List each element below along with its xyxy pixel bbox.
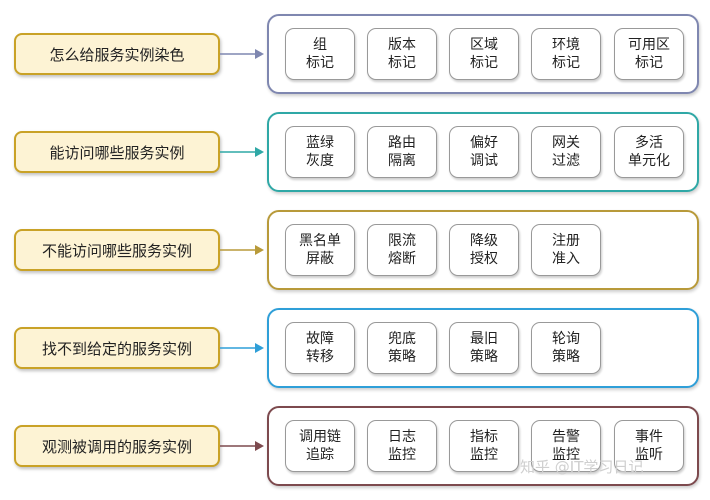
item-text: 轮询 — [552, 331, 580, 347]
item-text: 调试 — [470, 153, 498, 169]
item-text: 偏好 — [470, 135, 498, 151]
item-text: 授权 — [470, 251, 498, 267]
item-box: 多活单元化 — [614, 126, 684, 178]
item-text: 策略 — [470, 349, 498, 365]
item-box: 环境标记 — [531, 28, 601, 80]
item-text: 兜底 — [388, 331, 416, 347]
item-box: 降级授权 — [449, 224, 519, 276]
category-label-4: 观测被调用的服务实例 — [14, 425, 220, 467]
item-group-1: 蓝绿灰度路由隔离偏好调试网关过滤多活单元化 — [267, 112, 699, 192]
item-text: 标记 — [388, 55, 416, 71]
arrow-connector-1 — [220, 147, 264, 157]
item-text: 降级 — [470, 233, 498, 249]
item-box: 兜底策略 — [367, 322, 437, 374]
item-text: 策略 — [388, 349, 416, 365]
arrow-connector-4 — [220, 441, 264, 451]
item-box: 最旧策略 — [449, 322, 519, 374]
arrow-connector-3 — [220, 343, 264, 353]
item-text: 过滤 — [552, 153, 580, 169]
item-text: 灰度 — [306, 153, 334, 169]
item-text: 单元化 — [628, 153, 670, 169]
item-box: 故障转移 — [285, 322, 355, 374]
item-text: 事件 — [635, 429, 663, 445]
arrow-connector-2 — [220, 245, 264, 255]
item-box: 路由隔离 — [367, 126, 437, 178]
item-box: 日志监控 — [367, 420, 437, 472]
item-group-2: 黑名单屏蔽限流熔断降级授权注册准入 — [267, 210, 699, 290]
item-box: 黑名单屏蔽 — [285, 224, 355, 276]
item-group-4: 调用链追踪日志监控指标监控告警监控事件监听 — [267, 406, 699, 486]
item-text: 准入 — [552, 251, 580, 267]
item-box: 调用链追踪 — [285, 420, 355, 472]
category-label-2: 不能访问哪些服务实例 — [14, 229, 220, 271]
item-text: 区域 — [470, 37, 498, 53]
item-text: 策略 — [552, 349, 580, 365]
item-text: 监控 — [388, 447, 416, 463]
item-box: 蓝绿灰度 — [285, 126, 355, 178]
item-text: 熔断 — [388, 251, 416, 267]
item-text: 日志 — [388, 429, 416, 445]
item-text: 标记 — [552, 55, 580, 71]
item-box: 可用区标记 — [614, 28, 684, 80]
item-text: 追踪 — [306, 447, 334, 463]
item-text: 黑名单 — [299, 233, 341, 249]
item-text: 可用区 — [628, 37, 670, 53]
item-text: 监控 — [552, 447, 580, 463]
item-box: 轮询策略 — [531, 322, 601, 374]
item-text: 环境 — [552, 37, 580, 53]
item-text: 路由 — [388, 135, 416, 151]
watermark: 知乎 @IT学习日记 — [520, 458, 644, 476]
item-text: 屏蔽 — [306, 251, 334, 267]
item-text: 转移 — [306, 349, 334, 365]
item-group-0: 组标记版本标记区域标记环境标记可用区标记 — [267, 14, 699, 94]
item-box: 注册准入 — [531, 224, 601, 276]
category-label-3: 找不到给定的服务实例 — [14, 327, 220, 369]
item-box: 网关过滤 — [531, 126, 601, 178]
item-text: 隔离 — [388, 153, 416, 169]
item-text: 蓝绿 — [306, 135, 334, 151]
item-text: 指标 — [470, 429, 498, 445]
item-box: 告警监控 — [531, 420, 601, 472]
item-text: 监控 — [470, 447, 498, 463]
item-text: 多活 — [635, 135, 663, 151]
item-text: 告警 — [552, 429, 580, 445]
item-text: 故障 — [306, 331, 334, 347]
item-text: 限流 — [388, 233, 416, 249]
item-text: 调用链 — [299, 429, 341, 445]
item-box: 偏好调试 — [449, 126, 519, 178]
item-text: 最旧 — [470, 331, 498, 347]
item-text: 标记 — [306, 55, 334, 71]
item-box: 指标监控 — [449, 420, 519, 472]
item-text: 监听 — [635, 447, 663, 463]
item-box: 组标记 — [285, 28, 355, 80]
arrow-connector-0 — [220, 49, 264, 59]
item-group-3: 故障转移兜底策略最旧策略轮询策略 — [267, 308, 699, 388]
item-text: 网关 — [552, 135, 580, 151]
item-text: 注册 — [552, 233, 580, 249]
category-label-0: 怎么给服务实例染色 — [14, 33, 220, 75]
item-text: 标记 — [470, 55, 498, 71]
item-text: 版本 — [388, 37, 416, 53]
item-text: 组 — [313, 37, 327, 53]
category-label-1: 能访问哪些服务实例 — [14, 131, 220, 173]
item-box: 限流熔断 — [367, 224, 437, 276]
item-box: 事件监听 — [614, 420, 684, 472]
item-box: 版本标记 — [367, 28, 437, 80]
item-box: 区域标记 — [449, 28, 519, 80]
item-text: 标记 — [635, 55, 663, 71]
